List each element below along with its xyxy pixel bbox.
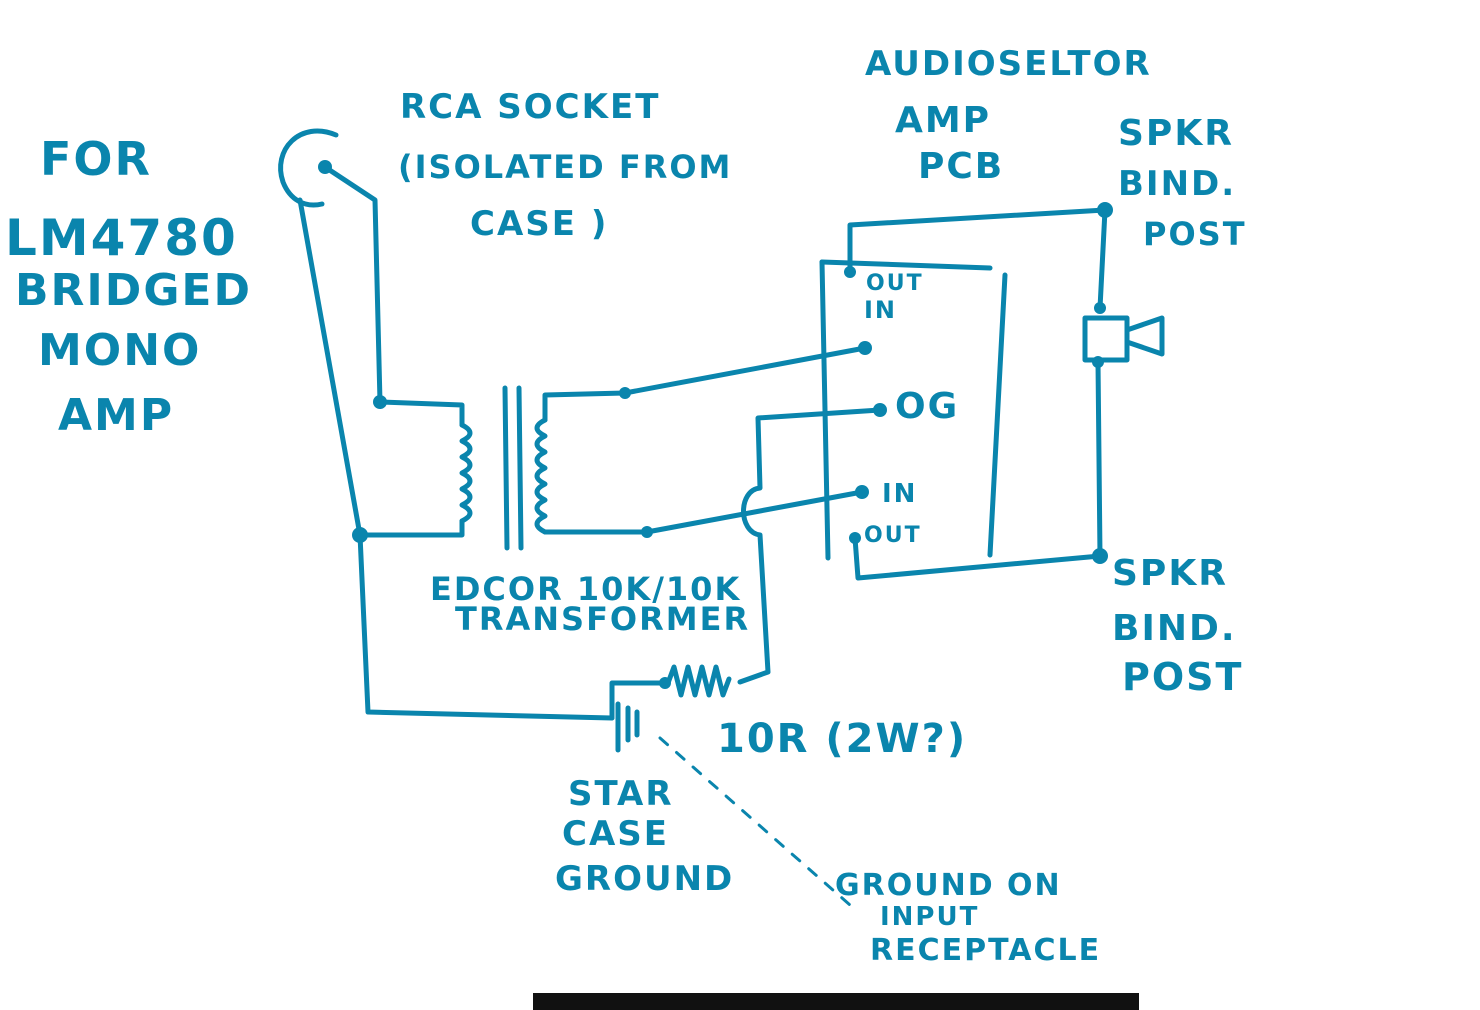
resistor-label: 10R (2W?) bbox=[717, 716, 967, 762]
out-bottom-wire bbox=[852, 535, 1103, 581]
rca-socket-shell bbox=[278, 128, 339, 208]
title-line-2: LM4780 bbox=[5, 209, 238, 267]
svg-text:POST: POST bbox=[1143, 215, 1247, 253]
primary-bottom-lead bbox=[357, 518, 465, 538]
resistor-10r bbox=[665, 664, 732, 698]
svg-text:(ISOLATED FROM: (ISOLATED FROM bbox=[398, 148, 732, 186]
ground-return-wire bbox=[357, 532, 615, 721]
svg-text:GROUND ON: GROUND ON bbox=[835, 868, 1062, 903]
transformer-label: EDCOR 10K/10K TRANSFORMER bbox=[430, 570, 750, 638]
title-line-4: MONO bbox=[38, 325, 201, 376]
out-top-wire bbox=[847, 207, 1108, 273]
core-line-2 bbox=[516, 385, 524, 551]
svg-text:POST: POST bbox=[1122, 655, 1243, 699]
pin-in-bottom: IN bbox=[882, 479, 917, 509]
transformer bbox=[357, 385, 650, 551]
wire-to-top-input bbox=[622, 345, 868, 396]
node-dots bbox=[352, 202, 1113, 689]
title-line-3: BRIDGED bbox=[15, 265, 252, 316]
svg-text:SPKR: SPKR bbox=[1112, 553, 1228, 594]
rca-label: RCA SOCKET (ISOLATED FROM CASE ) bbox=[398, 87, 732, 244]
amp-title-note: FOR LM4780 BRIDGED MONO AMP bbox=[5, 132, 252, 441]
rca-shield-wire bbox=[297, 197, 363, 538]
svg-text:RECEPTACLE: RECEPTACLE bbox=[870, 933, 1101, 968]
secondary-top-lead bbox=[542, 390, 628, 405]
amp-pcb bbox=[819, 207, 1108, 581]
svg-text:TRANSFORMER: TRANSFORMER bbox=[455, 600, 750, 638]
rca-socket bbox=[278, 128, 383, 538]
pin-og: OG bbox=[895, 386, 959, 427]
svg-text:PCB: PCB bbox=[918, 146, 1004, 187]
svg-text:SPKR: SPKR bbox=[1118, 113, 1234, 154]
star-ground-label: STAR CASE GROUND bbox=[555, 774, 734, 899]
primary-top-lead bbox=[377, 399, 465, 428]
secondary-winding bbox=[534, 417, 548, 535]
pin-out-bottom: OUT bbox=[864, 523, 922, 548]
og-to-resistor-wire bbox=[737, 407, 883, 685]
scan-edge-bar bbox=[533, 993, 1139, 1010]
speaker-top-wire bbox=[1097, 207, 1108, 311]
pin-out-top: OUT bbox=[866, 271, 924, 296]
svg-text:STAR: STAR bbox=[568, 774, 674, 814]
svg-text:BIND.: BIND. bbox=[1118, 164, 1236, 204]
core-line-1 bbox=[502, 385, 510, 551]
svg-text:AMP: AMP bbox=[895, 100, 991, 141]
rca-signal-wire bbox=[322, 164, 383, 405]
pcb-label: AUDIOSELTOR AMP PCB bbox=[865, 44, 1152, 187]
input-ground-label: GROUND ON INPUT RECEPTACLE bbox=[835, 868, 1101, 968]
title-line-5: AMP bbox=[58, 390, 174, 441]
svg-text:AUDIOSELTOR: AUDIOSELTOR bbox=[865, 44, 1152, 84]
pin-in-top: IN bbox=[864, 296, 897, 324]
svg-text:INPUT: INPUT bbox=[880, 902, 979, 932]
svg-text:EDCOR 10K/10K: EDCOR 10K/10K bbox=[430, 570, 741, 608]
pcb-right-edge bbox=[987, 272, 1008, 558]
speaker-post-bottom-label: SPKR BIND. POST bbox=[1112, 553, 1243, 699]
svg-text:RCA SOCKET: RCA SOCKET bbox=[400, 87, 660, 127]
speaker-bottom-wire bbox=[1095, 359, 1103, 559]
speaker-post-top-label: SPKR BIND. POST bbox=[1118, 113, 1247, 253]
svg-text:CASE: CASE bbox=[562, 814, 669, 854]
primary-winding bbox=[459, 422, 473, 524]
svg-text:CASE ): CASE ) bbox=[470, 204, 608, 244]
title-line-1: FOR bbox=[40, 132, 152, 186]
star-ground-symbol bbox=[615, 701, 640, 753]
resistor-to-star-wire bbox=[609, 680, 671, 721]
pcb-left-edge bbox=[819, 259, 831, 561]
svg-text:GROUND: GROUND bbox=[555, 859, 734, 899]
svg-text:BIND.: BIND. bbox=[1112, 608, 1237, 649]
speaker-symbol bbox=[1082, 315, 1165, 363]
